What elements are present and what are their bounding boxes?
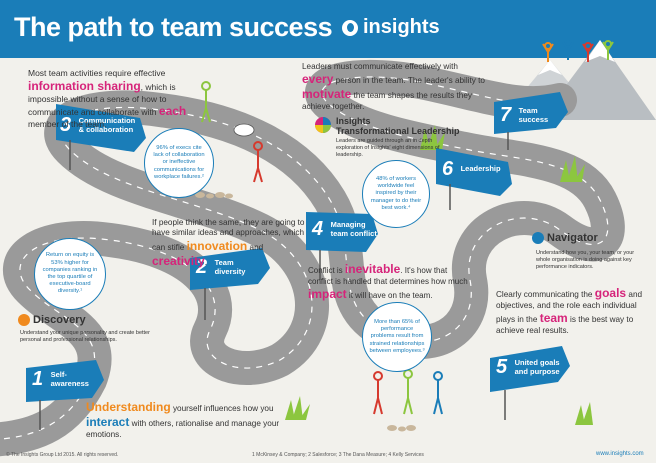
- sign-number: 7: [500, 104, 512, 126]
- text-plain: person in the team. The leader's ability…: [335, 76, 485, 86]
- discovery-brand: Discovery: [18, 314, 86, 327]
- highlight: creativity: [152, 253, 205, 268]
- sign-number: 4: [312, 218, 324, 240]
- signs: [26, 92, 570, 402]
- sign-7: 7 Team success: [500, 104, 548, 127]
- text-plain: is the best way to achieve real results.: [496, 315, 634, 336]
- sign-label: Team diversity: [214, 258, 246, 276]
- navigator-logo-icon: [532, 232, 544, 245]
- text-plain: Most team activities require effective: [28, 68, 166, 78]
- highlight: interact: [86, 415, 130, 429]
- sign-label: Managing team conflict: [330, 220, 377, 238]
- diversity-text: If people think the same, they are going…: [152, 218, 318, 269]
- highlight: Understanding: [86, 400, 171, 414]
- highlight: information sharing: [28, 78, 141, 93]
- text-plain: If people think the same, they are going…: [152, 218, 305, 252]
- text-plain: with others, rationalise and manage your…: [86, 419, 280, 439]
- sign-1-shape: [26, 360, 104, 402]
- page-title: The path to team success: [14, 12, 333, 42]
- discovery-logo-icon: [18, 314, 30, 327]
- discovery-desc: Understand your unique personality and c…: [20, 330, 150, 343]
- highlight: inevitable: [344, 262, 401, 276]
- itl-desc: Leaders are guided through an in depth e…: [336, 138, 440, 158]
- itl-logo-icon: [315, 117, 331, 133]
- text-plain: it will have on the team.: [348, 291, 433, 300]
- speech-bubble-icon: [233, 123, 255, 137]
- sign-2-shape: [190, 248, 270, 290]
- leaders-text: Leaders must communicate effectively wit…: [302, 62, 486, 113]
- sign-4-shape: [306, 212, 378, 252]
- sign-5: 5 United goals and purpose: [496, 356, 560, 379]
- text-plain: member of the team.: [28, 119, 107, 130]
- sign-number: 5: [496, 356, 508, 378]
- highlight: goals: [594, 286, 627, 300]
- copyright: © The Insights Group Ltd 2015. All right…: [6, 452, 119, 458]
- sign-label: Team success: [518, 106, 549, 124]
- celebrating-team-icon: [542, 40, 614, 62]
- website-link[interactable]: www.insights.com: [596, 451, 644, 457]
- people-group-icon: [373, 371, 383, 415]
- highlight: each: [158, 104, 187, 119]
- sign-label: United goals and purpose: [514, 358, 560, 376]
- goals-text: Clearly communicating the goals and obje…: [496, 286, 648, 337]
- text-plain: Conflict is: [308, 266, 343, 275]
- sign-label: Leadership: [460, 164, 501, 174]
- insights-logo: insights: [342, 16, 440, 39]
- sign-number: 2: [196, 256, 208, 278]
- itl-title-1: Insights: [336, 116, 371, 126]
- sign-3: 3 Communication & collaboration: [60, 114, 135, 137]
- highlight: team: [539, 311, 568, 326]
- text-plain: and objectives, and the role each indivi…: [496, 290, 643, 325]
- highlight: motivate: [302, 87, 352, 102]
- stat-bubble: 96% of execs cite lack of collaboration …: [144, 128, 214, 198]
- sign-7-shape: [494, 92, 568, 134]
- sign-1: 1 Self- awareness: [32, 368, 89, 391]
- sources: 1 McKinsey & Company; 2 Salesforce; 3 Th…: [252, 452, 424, 458]
- text-plain: Leaders must communicate effectively wit…: [302, 62, 458, 71]
- sign-label: Self- awareness: [50, 370, 89, 388]
- sign-number: 3: [60, 114, 72, 136]
- person-icon: [201, 81, 211, 123]
- text-plain: the team shapes the results they achieve…: [302, 91, 472, 112]
- stat-bubble: Return on equity is 53% higher for compa…: [34, 238, 106, 310]
- stat-bubble: 48% of workers worldwide feel inspired b…: [362, 160, 430, 228]
- header-band: The path to team success insights: [0, 0, 656, 58]
- navigator-brand: Navigator: [532, 232, 598, 245]
- text-plain: and: [249, 242, 264, 252]
- sign-number: 6: [442, 158, 454, 180]
- highlight: every: [302, 72, 334, 87]
- text-plain: , which is impossible without a sense of…: [28, 81, 176, 118]
- navigator-title: Navigator: [547, 232, 598, 244]
- insights-logo-text: insights: [363, 16, 440, 38]
- sign-2: 2 Team diversity: [196, 256, 245, 279]
- sign-label: Communication & collaboration: [78, 116, 136, 134]
- navigator-desc: Understand how you, your team, or your w…: [536, 250, 635, 270]
- text-plain: yourself influences how you: [172, 404, 274, 413]
- text-plain: .: [204, 257, 207, 267]
- sign-4: 4 Managing team conflict: [312, 218, 377, 241]
- insights-logo-icon: [342, 19, 358, 36]
- text-plain: Clearly communicating the: [496, 290, 593, 299]
- understanding-text: Understanding yourself influences how yo…: [86, 400, 282, 440]
- conflict-text: Conflict is inevitable. It's how that co…: [308, 262, 474, 302]
- highlight: innovation: [186, 238, 248, 253]
- intro-text: Most team activities require effective i…: [28, 68, 208, 130]
- person-icon: [253, 141, 263, 183]
- itl-title-2: Transformational Leadership: [336, 126, 460, 136]
- sign-6: 6 Leadership: [442, 158, 501, 181]
- stones-icon: [195, 192, 416, 432]
- highlight: impact: [308, 287, 347, 301]
- sign-3-shape: [56, 104, 146, 152]
- sign-number: 1: [32, 368, 44, 390]
- sign-5-shape: [490, 346, 570, 392]
- discovery-title: Discovery: [33, 314, 86, 326]
- text-plain: . It's how that conflict is handled that…: [308, 266, 468, 286]
- sign-6-shape: [436, 148, 512, 196]
- stat-bubble: More than 65% of performance problems re…: [362, 302, 432, 372]
